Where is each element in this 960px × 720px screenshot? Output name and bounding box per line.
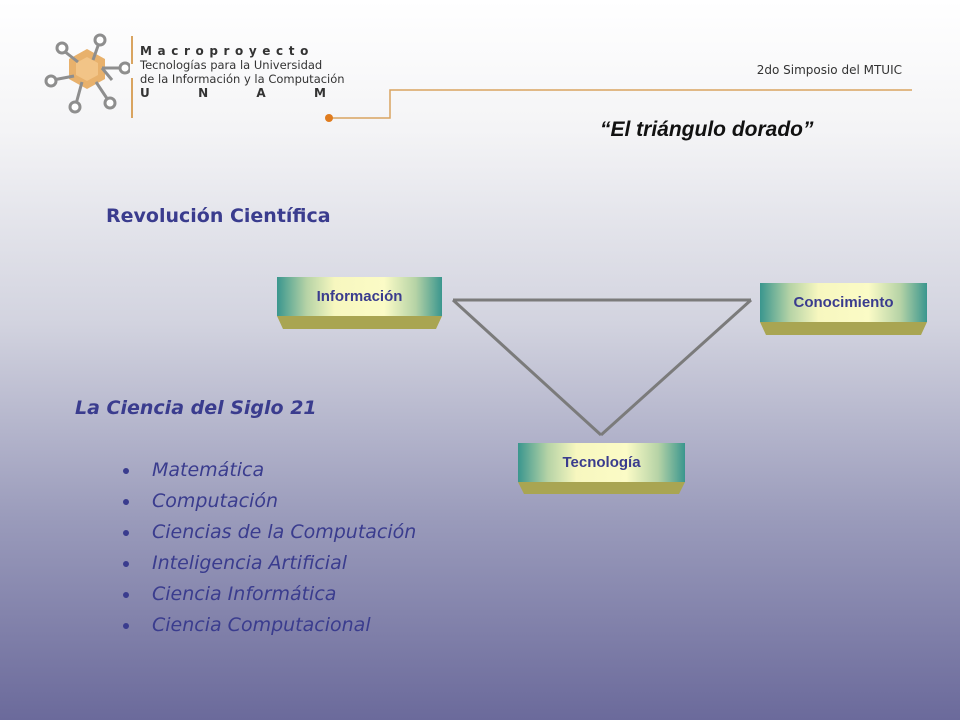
node-face: Conocimiento — [760, 283, 927, 322]
science-bullet-list: Matemática Computación Ciencias de la Co… — [120, 455, 416, 641]
node-face: Información — [277, 277, 442, 316]
node-informacion: Información — [277, 277, 442, 329]
list-item: Ciencias de la Computación — [120, 517, 416, 548]
heading-revolucion-cientifica: Revolución Científica — [106, 205, 331, 227]
brand-title: Macroproyecto — [140, 44, 314, 58]
brand-subtitle-line-1: Tecnologías para la Universidad — [140, 58, 323, 72]
node-tecnologia: Tecnología — [518, 443, 685, 494]
node-bevel — [518, 482, 685, 494]
node-bevel — [277, 316, 442, 329]
node-bevel — [760, 322, 927, 335]
node-label: Información — [316, 288, 403, 305]
list-item: Ciencia Computacional — [120, 610, 416, 641]
event-name: 2do Simposio del MTUIC — [756, 63, 902, 77]
brand-divider-bottom — [131, 78, 133, 118]
node-conocimiento: Conocimiento — [760, 283, 927, 335]
list-item: Computación — [120, 486, 416, 517]
list-item: Inteligencia Artificial — [120, 548, 416, 579]
list-item: Matemática — [120, 455, 416, 486]
brand-divider-top — [131, 36, 133, 64]
heading-ciencia-siglo-21: La Ciencia del Siglo 21 — [75, 397, 317, 419]
brand-subtitle-line-2: de la Información y la Computación — [140, 72, 345, 86]
slide-title: “El triángulo dorado” — [600, 118, 814, 141]
brand-unam-letter: M — [314, 86, 326, 100]
macroproyecto-logo-icon — [44, 33, 130, 114]
node-face: Tecnología — [518, 443, 685, 482]
node-label: Conocimiento — [793, 294, 894, 311]
brand-unam-letter: N — [198, 86, 209, 100]
node-label: Tecnología — [562, 454, 641, 471]
brand-unam: U N A M — [140, 86, 326, 100]
brand-unam-letter: U — [140, 86, 150, 100]
list-item: Ciencia Informática — [120, 579, 416, 610]
brand-unam-letter: A — [256, 86, 266, 100]
